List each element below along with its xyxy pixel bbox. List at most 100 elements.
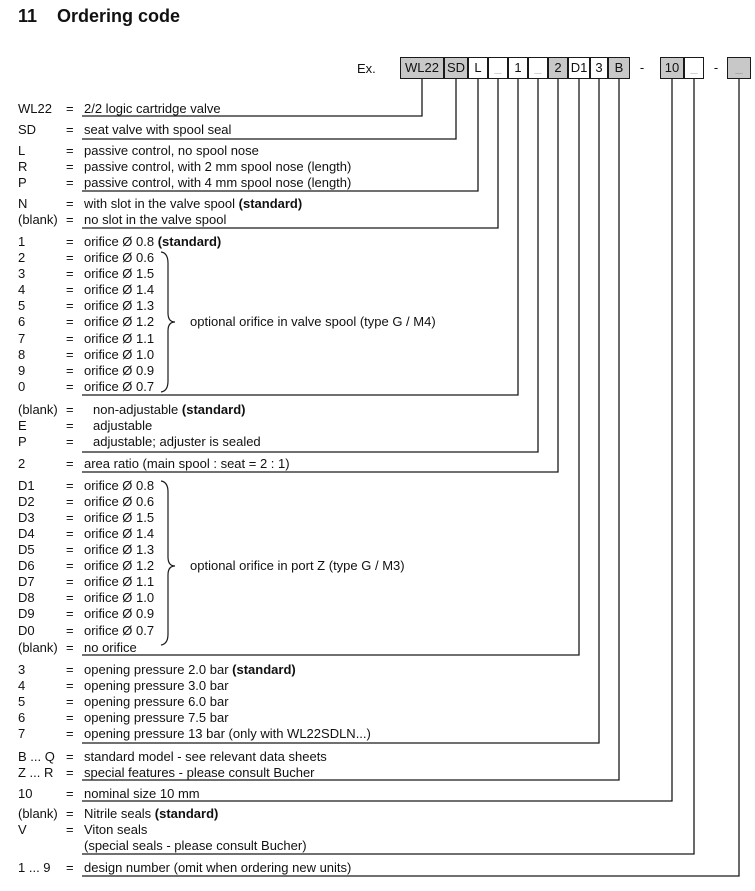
row-description-bold: (standard) (157, 234, 222, 249)
ordering-row: 1 ... 9=design number (omit when orderin… (18, 860, 351, 876)
row-description-bold: (standard) (181, 402, 246, 417)
code-box-13: _ (727, 57, 751, 79)
code-box-1: WL22 (400, 57, 444, 79)
equals-sign: = (66, 347, 74, 362)
row-description: orifice Ø 0.8 (84, 478, 155, 493)
equals-sign: = (66, 678, 74, 693)
ordering-row: (special seals - please consult Bucher) (18, 838, 307, 854)
equals-sign: = (66, 478, 74, 493)
ordering-row: 6=opening pressure 7.5 bar (18, 710, 229, 726)
example-label: Ex. (357, 61, 376, 76)
row-description: orifice Ø 1.0 (84, 590, 155, 605)
equals-sign: = (66, 494, 74, 509)
equals-sign: = (66, 606, 74, 621)
code-box-8: D1 (568, 57, 590, 79)
ordering-row: P=passive control, with 4 mm spool nose … (18, 175, 351, 191)
ordering-row: Z ... R=special features - please consul… (18, 765, 315, 781)
row-description: orifice Ø 1.1 (84, 331, 155, 346)
row-code: 3 (18, 266, 26, 281)
equals-sign: = (66, 765, 74, 780)
equals-sign: = (66, 749, 74, 764)
ordering-row: 7=opening pressure 13 bar (only with WL2… (18, 726, 371, 742)
row-code: 1 (18, 234, 26, 249)
equals-sign: = (66, 640, 74, 655)
row-code: (blank) (18, 640, 58, 655)
equals-sign: = (66, 331, 74, 346)
row-code: 8 (18, 347, 26, 362)
row-description: orifice Ø 1.1 (84, 574, 155, 589)
brace-label: optional orifice in port Z (type G / M3) (190, 558, 405, 573)
ordering-row: D2=orifice Ø 0.6 (18, 494, 154, 510)
code-box-12: _ (684, 57, 704, 79)
equals-sign: = (66, 196, 74, 211)
row-description: orifice Ø 1.0 (84, 347, 155, 362)
row-description: orifice Ø 0.7 (84, 623, 155, 638)
row-code: D8 (18, 590, 35, 605)
row-description: orifice Ø 0.8 (standard) (84, 234, 222, 249)
ordering-row: L = passive control, no spool nose (18, 143, 259, 159)
row-code: D0 (18, 623, 35, 638)
equals-sign: = (66, 363, 74, 378)
row-code: SD (18, 122, 37, 137)
row-description-bold: (standard) (154, 806, 219, 821)
equals-sign: = (66, 143, 74, 158)
equals-sign: = (66, 434, 74, 449)
row-description: orifice Ø 1.4 (84, 526, 155, 541)
section-title: Ordering code (57, 6, 181, 26)
row-code: 0 (18, 379, 26, 394)
equals-sign: = (66, 159, 74, 174)
separator-dash-2: - (713, 60, 719, 75)
row-code: WL22 (18, 101, 52, 116)
row-description: (special seals - please consult Bucher) (84, 838, 307, 853)
row-code: 6 (18, 710, 26, 725)
ordering-row: 9=orifice Ø 0.9 (18, 363, 154, 379)
equals-sign: = (66, 314, 74, 329)
row-code: L (18, 143, 26, 158)
row-code: (blank) (18, 806, 58, 821)
row-code: B ... Q (18, 749, 55, 764)
row-description: passive control, no spool nose (84, 143, 259, 158)
row-code: R (18, 159, 28, 174)
row-code: 10 (18, 786, 33, 801)
row-code: 3 (18, 662, 26, 677)
row-description: standard model - see relevant data sheet… (84, 749, 327, 764)
row-description: Viton seals (84, 822, 148, 837)
row-code: E (18, 418, 27, 433)
row-code: 5 (18, 298, 26, 313)
row-code: D6 (18, 558, 35, 573)
row-code: 4 (18, 282, 26, 297)
ordering-row: D1=orifice Ø 0.8 (18, 478, 154, 494)
row-description: orifice Ø 1.2 (84, 558, 155, 573)
ordering-row: P=adjustable; adjuster is sealed (18, 434, 261, 450)
row-description: no orifice (84, 640, 137, 655)
equals-sign: = (66, 250, 74, 265)
row-code: N (18, 196, 28, 211)
row-description: orifice Ø 0.9 (84, 606, 155, 621)
equals-sign: = (66, 266, 74, 281)
group-brace-2 (160, 480, 176, 646)
row-description: non-adjustable (standard) (93, 402, 246, 417)
row-description: passive control, with 4 mm spool nose (l… (84, 175, 352, 190)
equals-sign: = (66, 558, 74, 573)
row-code: 9 (18, 363, 26, 378)
code-box-4: _ (488, 57, 508, 79)
ordering-row: 3=opening pressure 2.0 bar (standard) (18, 662, 296, 678)
row-code: 7 (18, 726, 26, 741)
row-code: Z ... R (18, 765, 54, 780)
row-code: 5 (18, 694, 26, 709)
equals-sign: = (66, 526, 74, 541)
equals-sign: = (66, 234, 74, 249)
ordering-row: D7=orifice Ø 1.1 (18, 574, 154, 590)
ordering-row: 4=opening pressure 3.0 bar (18, 678, 229, 694)
equals-sign: = (66, 662, 74, 677)
ordering-row: 5=opening pressure 6.0 bar (18, 694, 229, 710)
equals-sign: = (66, 623, 74, 638)
ordering-row: WL22=2/2 logic cartridge valve (18, 101, 221, 117)
row-code: D2 (18, 494, 35, 509)
row-code: V (18, 822, 27, 837)
separator-dash-1: - (639, 60, 645, 75)
ordering-row: 0=orifice Ø 0.7 (18, 379, 154, 395)
equals-sign: = (66, 694, 74, 709)
equals-sign: = (66, 710, 74, 725)
